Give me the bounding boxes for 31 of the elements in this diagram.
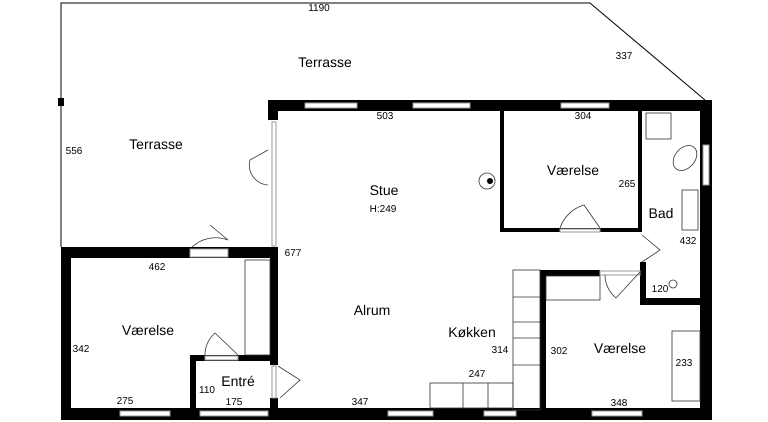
dimension-label: H:249 <box>370 205 396 215</box>
room-name: Entré <box>221 374 255 388</box>
dimension-label: 247 <box>468 370 486 380</box>
room-name: Terrasse <box>298 55 352 69</box>
dimension-label: 347 <box>352 398 368 408</box>
dimension-label: 265 <box>618 180 636 190</box>
dimension-label: 556 <box>66 147 82 157</box>
dimension-label: 348 <box>610 399 628 409</box>
dimension-label: 503 <box>376 112 394 122</box>
dimension-label: 302 <box>550 347 568 357</box>
dimension-label: 175 <box>226 398 242 408</box>
dimension-label: 314 <box>492 346 508 356</box>
dimension-label: 432 <box>680 237 696 247</box>
dimension-label: 304 <box>574 112 592 122</box>
dimension-label: 1190 <box>308 4 330 14</box>
dimension-label: 337 <box>616 52 632 62</box>
room-name: Værelse <box>546 163 600 177</box>
room-name: Værelse <box>122 323 174 337</box>
room-name: Stue <box>370 183 398 197</box>
dimension-label: 275 <box>116 397 134 407</box>
room-name: Køkken <box>448 325 496 339</box>
dimension-label: 233 <box>676 359 692 369</box>
room-name: Bad <box>648 206 674 220</box>
dimension-label: 342 <box>72 345 90 355</box>
dimension-label: 677 <box>284 249 302 259</box>
dimension-label: 462 <box>148 263 166 273</box>
room-name: Terrasse <box>129 137 183 151</box>
dimension-label: 110 <box>199 386 215 396</box>
room-name: Alrum <box>354 303 390 317</box>
room-name: Værelse <box>594 341 646 355</box>
dimension-label: 120 <box>652 285 668 295</box>
